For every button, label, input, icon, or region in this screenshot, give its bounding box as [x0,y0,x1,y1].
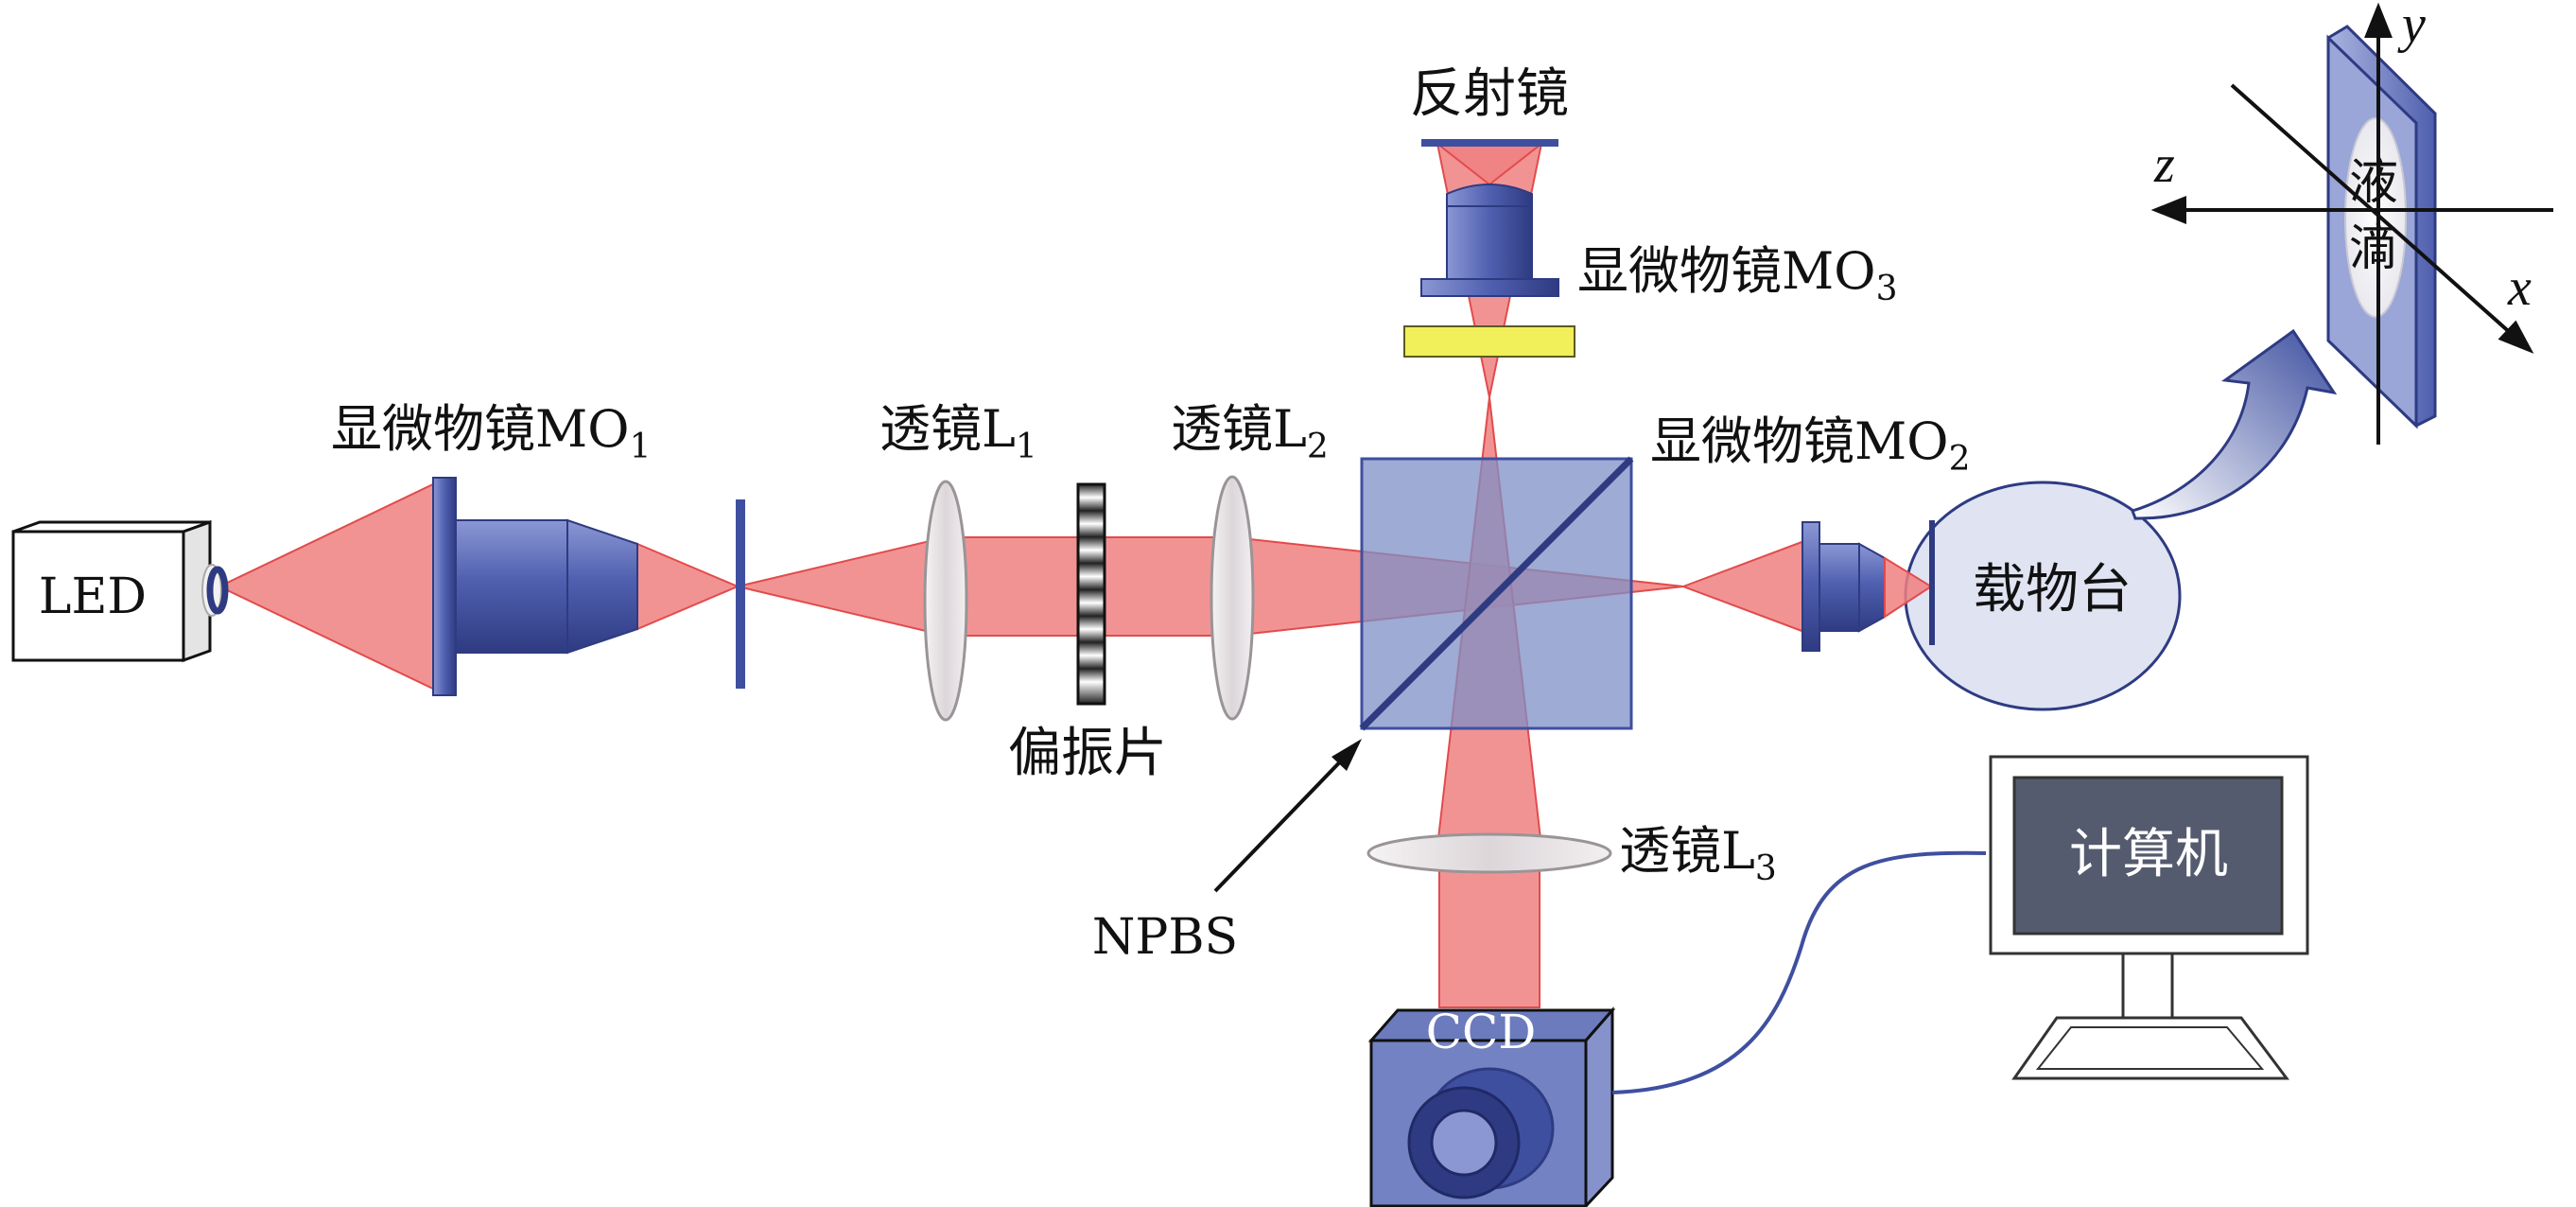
l3-label: 透镜L3 [1619,821,1777,888]
ccd-camera: CCD [1367,1005,1616,1207]
attenuation-filter [1403,325,1575,358]
sample-slide [1929,520,1935,645]
ccd-cable [1611,850,1987,1094]
led-ring-icon [206,566,229,615]
beam-led-to-mo1 [217,481,438,692]
axis-z-label: z [2153,135,2175,194]
mo1-label: 显微物镜MO1 [331,399,651,466]
droplet [2344,117,2407,318]
droplet-label-1: 液 [2349,154,2398,211]
beam-mo1-to-focus [636,542,740,631]
beam-to-ccd [1438,855,1540,1008]
npbs-pointer-arrow [1213,739,1362,893]
l2-label: 透镜L2 [1171,399,1329,466]
zoom-arrow [2131,328,2338,520]
objective-mo3 [1420,184,1559,297]
l1-label: 透镜L1 [879,399,1037,466]
keyboard [2011,1016,2289,1080]
npbs-cube [1359,456,1634,731]
npbs-label: NPBS [1092,909,1238,966]
beam-mo2-focus [1884,556,1933,619]
objective-mo1 [432,477,638,696]
droplet-plate: 液 滴 [2326,25,2437,429]
monitor-screen [2012,776,2284,936]
lens-l3 [1366,832,1612,874]
lens-l1 [923,480,968,722]
computer: 计算机 [1989,755,2309,1080]
lens-l2 [1210,475,1255,721]
led-label: LED [39,569,147,625]
axis-y-label: y [2397,0,2426,54]
monitor-stand [2121,952,2174,1020]
computer-label: 计算机 [2069,824,2228,885]
ccd-label: CCD [1426,1005,1537,1059]
objective-mo2 [1801,521,1886,652]
mirror-label: 反射镜 [1410,63,1569,125]
axis-x-label: x [2507,258,2532,317]
polarizer-label: 偏振片 [1008,723,1167,784]
reference-mirror [1421,139,1558,147]
mo3-label: 显微物镜MO3 [1577,241,1897,308]
coordinate-axes [2150,2,2553,445]
beam-into-mo2 [1680,539,1805,634]
stage-label: 载物台 [1973,559,2132,621]
aperture-plate [736,499,745,689]
led-source: LED [11,519,229,663]
polarizer [1076,482,1106,706]
droplet-label-2: 滴 [2349,220,2398,277]
mo2-label: 显微物镜MO2 [1650,411,1970,479]
beam-focus-to-l1 [737,535,947,638]
